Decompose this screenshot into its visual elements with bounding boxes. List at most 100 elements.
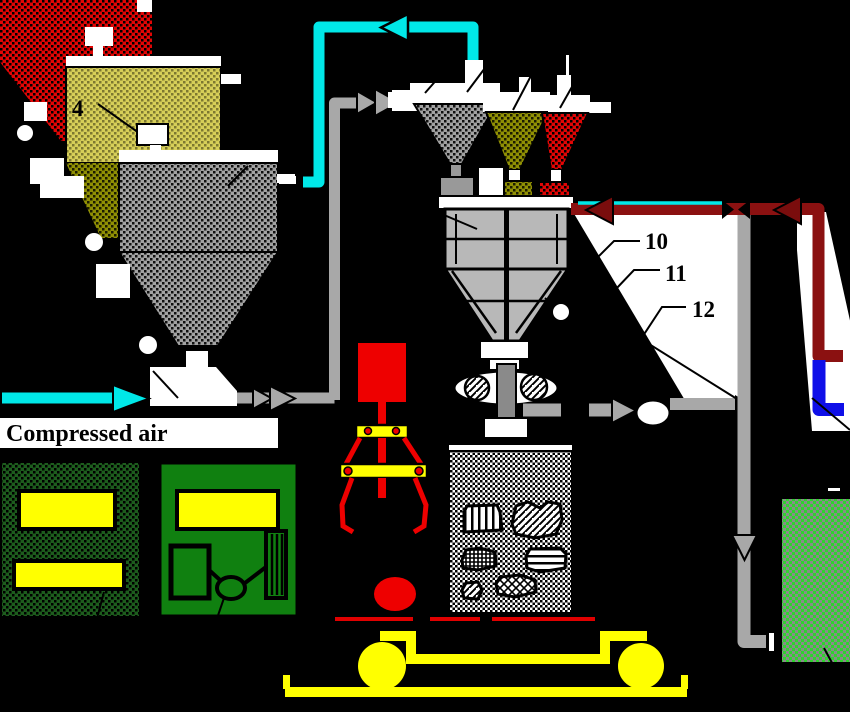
crane-rod	[378, 438, 386, 466]
pipe-tick	[843, 345, 848, 366]
feeder-body	[150, 367, 237, 406]
crane-pin	[391, 426, 401, 436]
callout-leader	[512, 71, 534, 111]
connector-line	[207, 568, 222, 582]
valve-chute	[40, 176, 84, 198]
callout-leader	[212, 597, 225, 631]
callout-leader	[436, 211, 478, 230]
gray-feeder-box	[439, 176, 475, 198]
crane-rod	[378, 402, 386, 427]
mixer-rotor-right	[519, 372, 549, 402]
callout-label-4: 4	[72, 96, 84, 121]
rail	[285, 687, 687, 697]
cyclone-inlet	[465, 60, 483, 85]
batcher-line	[450, 270, 498, 334]
casting-pattern-small	[460, 580, 484, 601]
vibrator-stem	[93, 46, 103, 58]
callout-leader	[811, 397, 850, 431]
vibrator-box	[136, 123, 169, 146]
pipe-stub	[137, 0, 152, 12]
callout-leader	[466, 63, 489, 93]
callout-label-10: 10	[645, 229, 668, 254]
control-cabinet-right	[158, 461, 299, 631]
platform-red-line	[492, 617, 595, 621]
callout-leader	[152, 370, 179, 399]
rail-stop-left	[283, 675, 290, 689]
blower-circle	[634, 398, 672, 428]
pipe	[303, 21, 479, 188]
batcher-line	[514, 270, 563, 334]
rail-stop-right	[681, 675, 688, 689]
callout-leader	[823, 647, 850, 699]
blower-ellipse	[215, 575, 247, 601]
maroon-return-line	[571, 194, 848, 366]
valve-box	[24, 102, 47, 121]
callout-leader	[559, 77, 578, 109]
crossing-mark-icon	[722, 200, 734, 219]
mold-box	[448, 445, 573, 614]
callout-leader	[94, 591, 105, 627]
batcher-collar	[479, 340, 530, 360]
mixer-shaft	[496, 363, 517, 419]
pipe-stub	[589, 102, 611, 113]
cabinet-body	[2, 463, 139, 616]
crossing-mark-icon	[565, 401, 575, 420]
discharge-feeder	[150, 351, 237, 406]
panel-window	[175, 489, 280, 531]
pipe-stub	[221, 74, 241, 84]
pipe-stub	[557, 75, 571, 95]
blue-water-line	[811, 360, 850, 431]
gray-cyclone-cap	[410, 83, 500, 104]
gray-sand-bin	[117, 150, 295, 347]
red-cyclone-funnel	[540, 112, 590, 171]
pipe-stub	[566, 55, 569, 75]
flow-arrow-right-icon	[269, 384, 298, 413]
callout-label-12: 12	[692, 297, 715, 322]
inner-unit	[168, 543, 212, 601]
callout-leader-11	[576, 269, 660, 331]
valve-box	[96, 264, 130, 298]
grab-arm-left	[339, 477, 355, 535]
gate-valves-left	[17, 102, 157, 354]
batcher-rim	[437, 195, 575, 210]
callouts-right: 10 11 12	[567, 229, 738, 410]
callout-leader-4	[97, 103, 140, 134]
gray-bin-cone	[117, 251, 280, 347]
casting-pattern-grid	[460, 546, 498, 572]
panel-window	[17, 489, 117, 531]
crane-link	[343, 436, 363, 466]
crane-pin	[343, 466, 353, 476]
weigh-batcher	[436, 195, 575, 371]
callout-leader	[227, 165, 249, 187]
valve-wheel	[85, 233, 103, 251]
rail-transfer-car	[283, 617, 688, 697]
indicator-ball	[551, 302, 571, 322]
flow-arrow-right-icon	[252, 386, 275, 411]
center-chute	[479, 168, 503, 196]
cyan-return-line	[2, 11, 479, 414]
green-cooler-unit	[782, 488, 850, 699]
casting-pattern-diagonal	[510, 500, 564, 540]
gray-bin-body	[118, 162, 279, 253]
flow-arrow-left-icon	[583, 194, 614, 226]
khaki-bin-unit4	[65, 56, 241, 238]
car-wheel-right	[618, 643, 664, 689]
pipe-stub	[388, 92, 412, 108]
cyclone-stem	[449, 163, 463, 178]
grab-crane	[338, 343, 429, 611]
callout-leader-12b	[582, 338, 642, 410]
car-frame	[380, 631, 647, 664]
callout-leader-10	[567, 240, 640, 288]
crossing-mark-icon	[576, 401, 586, 420]
caption-text: Compressed air	[6, 421, 168, 447]
car-wheel-left	[358, 642, 406, 690]
crane-rod	[378, 478, 386, 498]
caption-band	[0, 418, 278, 448]
pipe-tick	[844, 400, 849, 419]
platform-red-line	[430, 617, 480, 621]
paddle-mixer	[452, 363, 560, 439]
callout-leader	[460, 395, 471, 407]
callout-leader-12	[639, 306, 738, 400]
crane-pin	[363, 426, 373, 436]
